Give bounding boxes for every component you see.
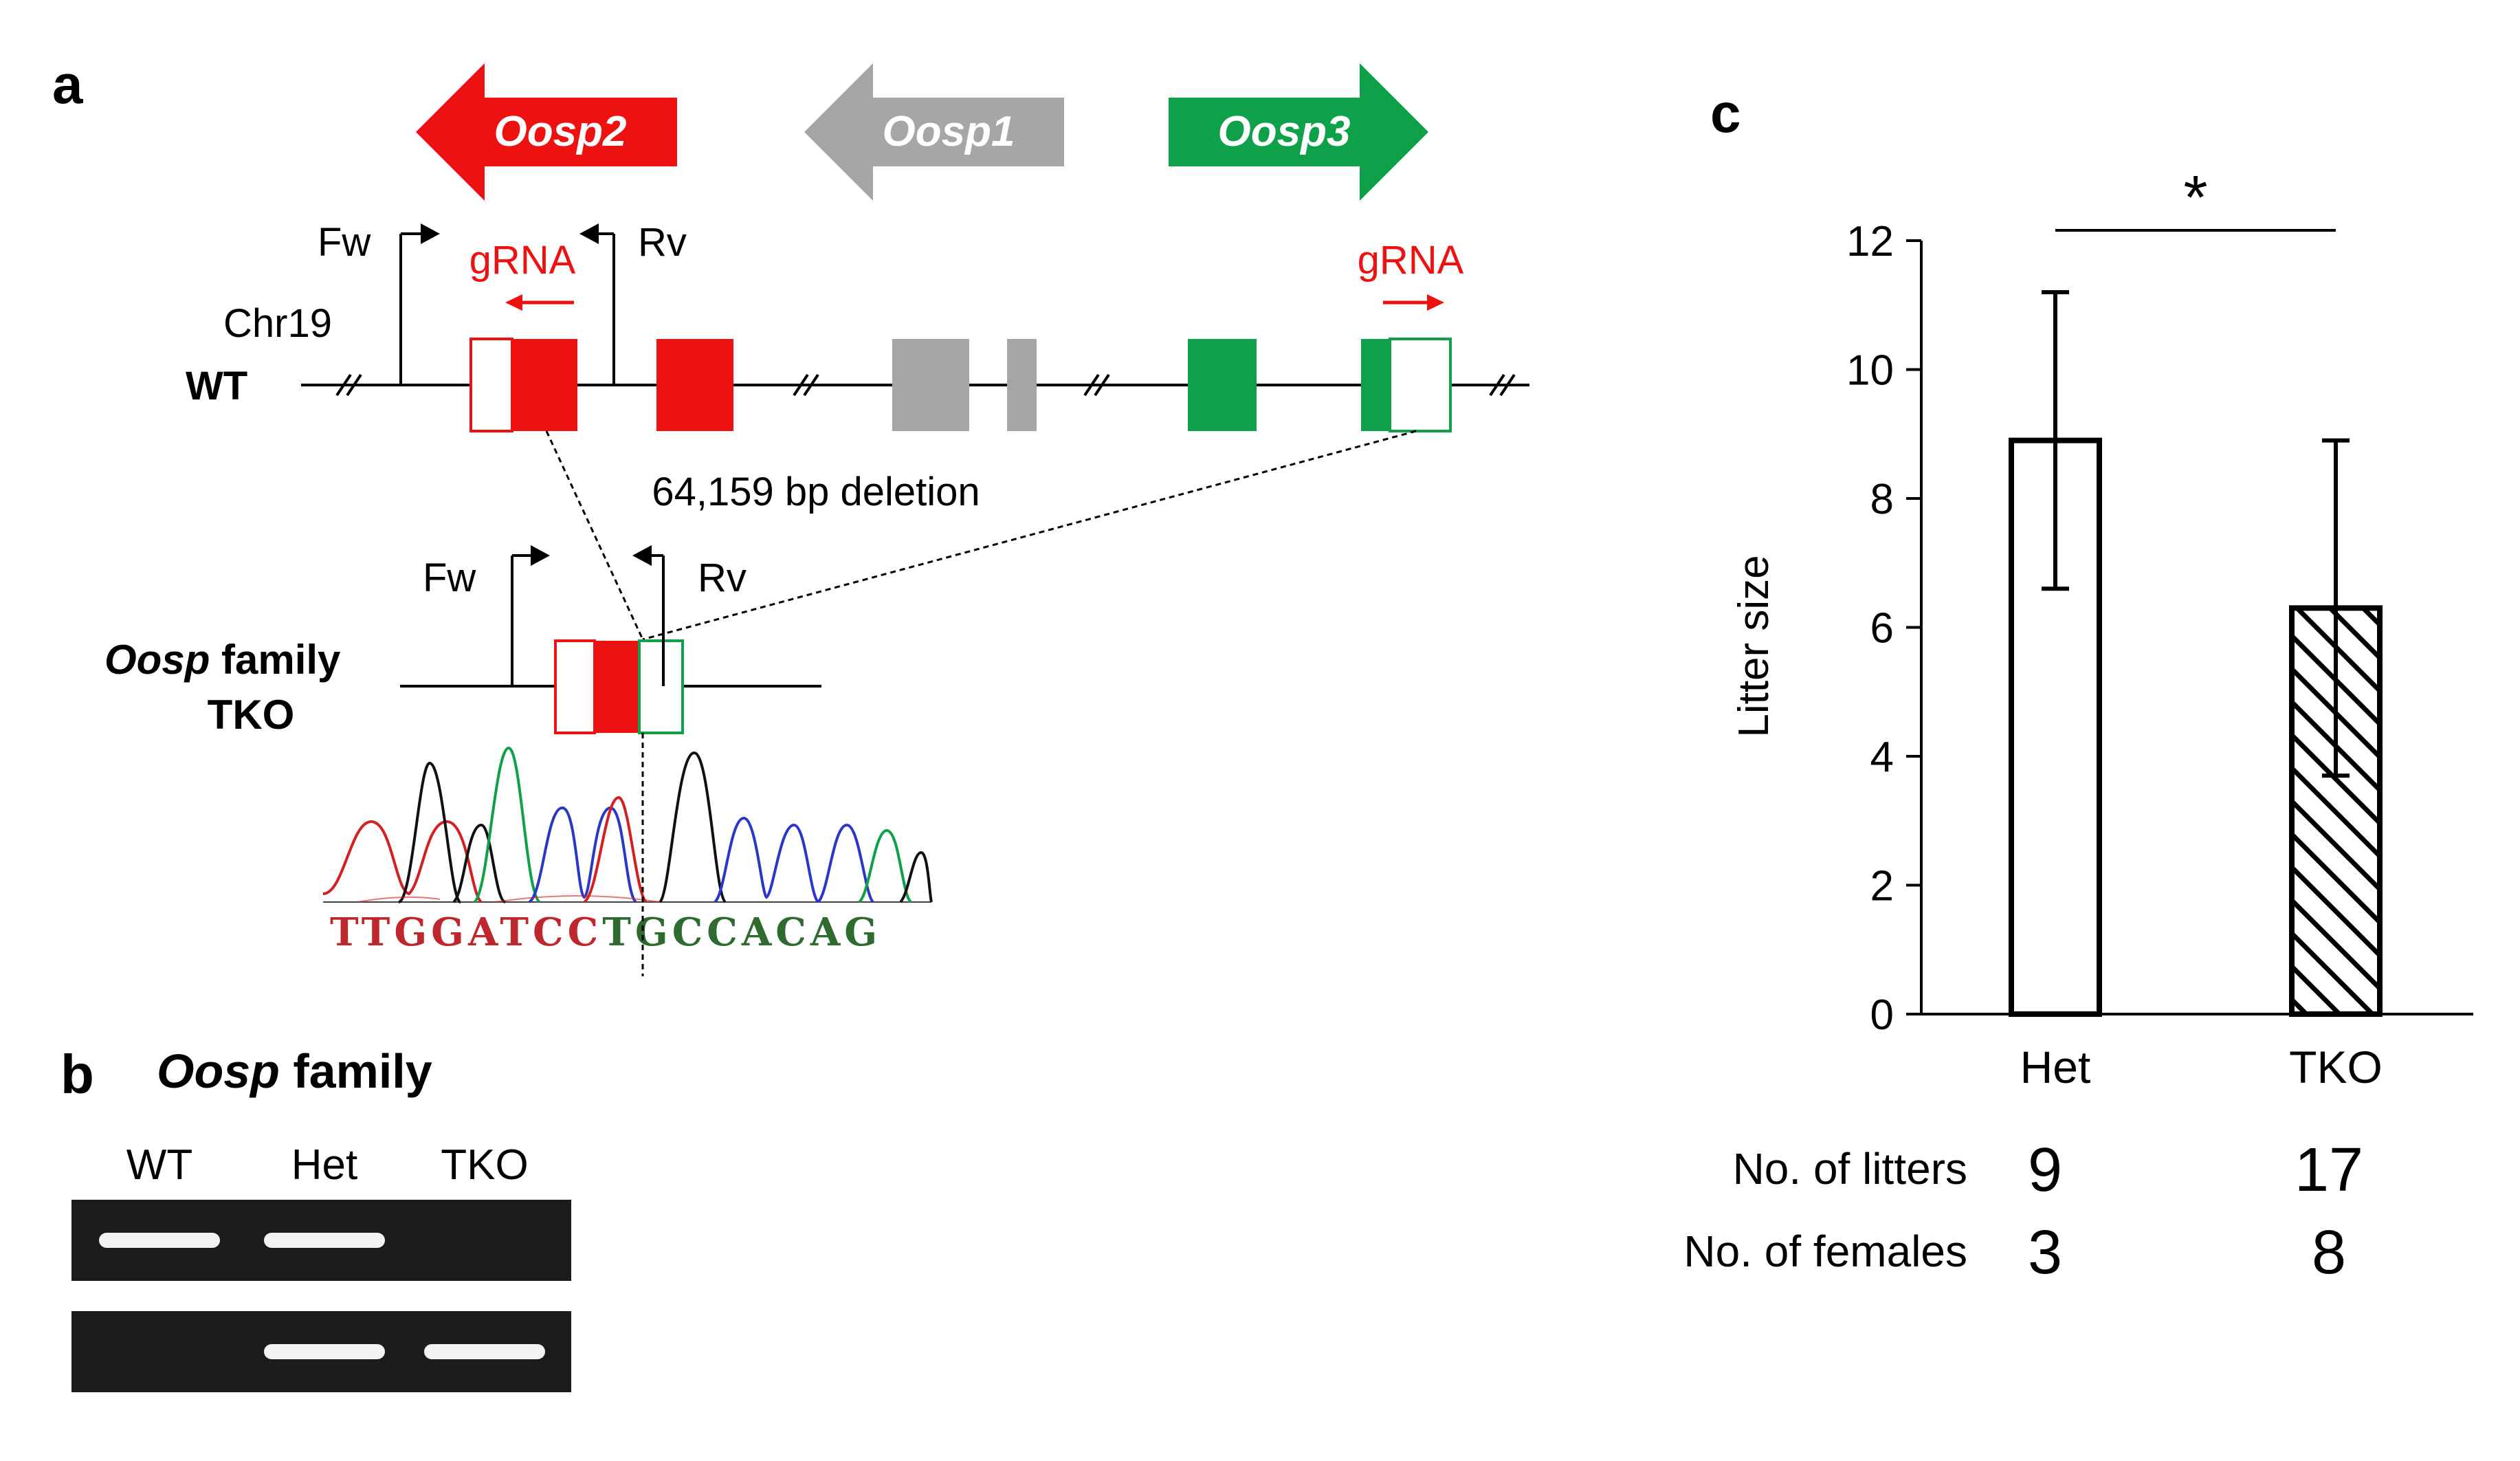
gel-band [264, 1344, 385, 1359]
oosp2-exon1 [512, 339, 577, 431]
y-tick-label: 6 [1870, 605, 1894, 652]
chromosome-label: Chr19 [223, 301, 332, 346]
gel-title: Oosp family [157, 1044, 432, 1098]
gene-oosp2-label: Oosp2 [494, 108, 627, 155]
chromatogram [322, 746, 933, 903]
lane-label-tko: TKO [441, 1141, 528, 1189]
y-tick-label: 2 [1870, 863, 1894, 910]
deletion-dash-left [545, 430, 644, 640]
deletion-dash-right [642, 430, 1417, 641]
gel-band [424, 1344, 545, 1359]
x-tick-label: Het [2020, 1042, 2091, 1092]
panel-label-c: c [1710, 83, 1741, 144]
wt-fw-label: Fw [318, 220, 371, 265]
oosp3-exon1 [1188, 339, 1257, 431]
oosp3-exon2 [1361, 339, 1390, 431]
sequence-text: TTGGATCCTGCCACAG [330, 910, 881, 955]
tko-fw-primer: Fw [423, 545, 550, 686]
oosp1-exon2 [1007, 339, 1037, 431]
gel-image [71, 1200, 571, 1392]
panel-label-a: a [52, 54, 83, 115]
gel-band [99, 1233, 220, 1248]
chart-x-labels: Het TKO [2020, 1042, 2383, 1092]
oosp1-exon1 [892, 339, 969, 431]
grna-right-label: gRNA [1358, 238, 1464, 283]
grna-right: gRNA [1358, 238, 1464, 311]
tko-rv-primer: Rv [632, 545, 747, 686]
wt-rv-label: Rv [638, 220, 687, 265]
deletion-label: 64,159 bp deletion [652, 470, 980, 514]
litter-size-chart: 0 2 4 6 8 10 12 Het TKO Litter size * [1730, 164, 2473, 1092]
table-cell: 17 [2295, 1136, 2363, 1205]
lane-label-het: Het [291, 1141, 357, 1189]
panel-label-b: b [60, 1044, 94, 1105]
table-row-label: No. of litters [1733, 1144, 1967, 1194]
oosp2-exon2 [656, 339, 733, 431]
y-tick-label: 10 [1846, 347, 1894, 395]
chart-bars [2009, 290, 2383, 1017]
y-tick-label: 4 [1870, 734, 1894, 781]
table-cell: 3 [2028, 1218, 2062, 1287]
table-row-label: No. of females [1683, 1227, 1967, 1276]
gene-oosp3-label: Oosp3 [1218, 108, 1351, 155]
gene-oosp1-arrow: Oosp1 [804, 63, 1064, 201]
table-cell: 8 [2312, 1218, 2346, 1287]
wt-locus [301, 338, 1529, 432]
tko-rv-label: Rv [698, 556, 747, 600]
gene-oosp1-label: Oosp1 [883, 108, 1015, 155]
gel-lane-labels: WT Het TKO [126, 1141, 529, 1189]
gel-band [264, 1233, 385, 1248]
grna-left-label: gRNA [469, 238, 576, 283]
gene-oosp2-arrow: Oosp2 [416, 63, 677, 201]
tko-locus [400, 639, 821, 734]
table-cell: 9 [2028, 1136, 2062, 1205]
y-tick-label: 12 [1846, 218, 1894, 265]
tko-fw-label: Fw [423, 556, 476, 600]
significance-star: * [2183, 164, 2207, 232]
grna-left-arrow-icon [505, 294, 522, 311]
y-tick-label: 8 [1870, 476, 1894, 523]
litter-table: No. of litters 9 17 No. of females 3 8 [1683, 1136, 2363, 1287]
grna-right-arrow-icon [1427, 294, 1444, 311]
tko-label-line1: Oosp family [104, 637, 341, 683]
tko-label-line2: TKO [208, 692, 295, 738]
grna-left: gRNA [469, 238, 576, 311]
oosp2-exon1-white-part [469, 338, 513, 432]
significance-bracket: * [2055, 164, 2336, 232]
lane-label-wt: WT [126, 1141, 192, 1189]
gene-oosp3-arrow: Oosp3 [1169, 63, 1428, 201]
wt-label: WT [186, 364, 247, 408]
y-tick-label: 0 [1870, 991, 1894, 1039]
x-tick-label: TKO [2289, 1042, 2383, 1092]
chart-axes: 0 2 4 6 8 10 12 [1846, 218, 2473, 1039]
wt-rv-primer: Rv [579, 220, 687, 385]
wt-fw-primer: Fw [318, 220, 440, 385]
oosp3-exon2-white-part [1389, 338, 1452, 432]
y-axis-label: Litter size [1730, 555, 1778, 737]
